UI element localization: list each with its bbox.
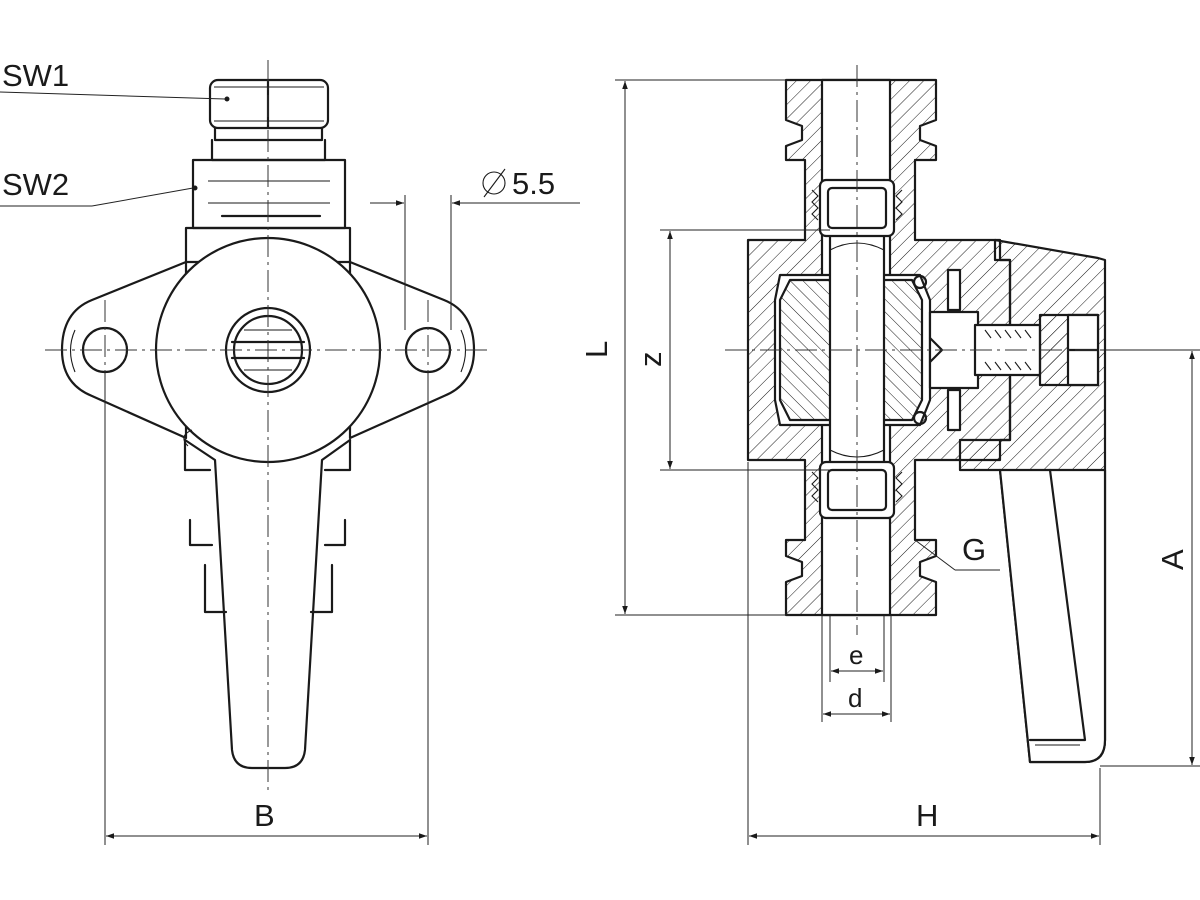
sw2-callout: SW2	[0, 167, 198, 207]
outer-d-label: d	[848, 683, 862, 713]
hole-diameter-dimension: 5.5	[370, 166, 580, 330]
height-h-dimension: H	[747, 462, 1101, 845]
center-z-dimension: z	[633, 229, 830, 471]
sw1-callout: SW1	[0, 58, 230, 102]
length-l-label: L	[579, 341, 614, 358]
outer-d-dimension: d	[821, 615, 892, 722]
length-l-dimension: L	[579, 79, 790, 616]
height-a-dimension: A	[1100, 349, 1200, 767]
thread-g-label: G	[962, 532, 986, 567]
width-b-label: B	[254, 798, 275, 833]
height-a-label: A	[1155, 549, 1190, 570]
lever-front	[183, 429, 352, 770]
section-view	[725, 65, 1190, 764]
thread-g-callout: G	[914, 532, 1000, 571]
hex-nut-sw1	[208, 78, 330, 162]
bore-e-dimension: e	[829, 615, 885, 682]
diameter-value: 5.5	[512, 166, 555, 201]
center-z-label: z	[633, 352, 668, 368]
front-view	[45, 60, 490, 790]
bore-e-label: e	[849, 640, 863, 670]
width-b-dimension: B	[104, 372, 429, 845]
height-h-label: H	[916, 798, 938, 833]
sw1-label: SW1	[2, 58, 69, 93]
diameter-symbol	[482, 168, 506, 198]
sw2-label: SW2	[2, 167, 69, 202]
